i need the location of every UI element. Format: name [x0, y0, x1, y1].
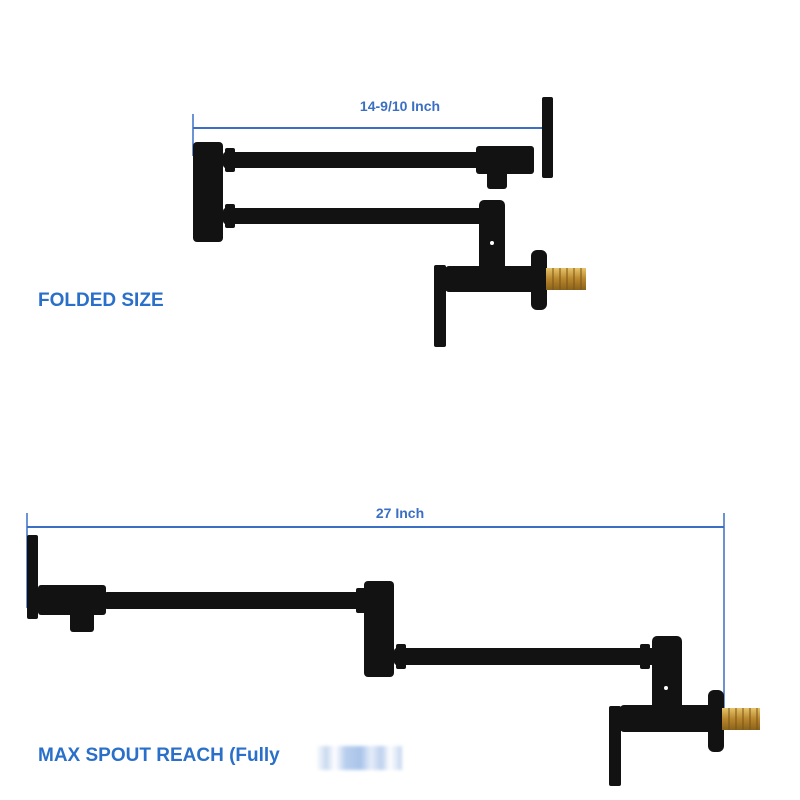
caption-blur-patch	[316, 746, 402, 770]
extended-brass-fitting	[722, 708, 760, 730]
folded-brass-threads	[552, 268, 582, 290]
folded-caption: FOLDED SIZE	[38, 290, 164, 311]
extended-brass-threads	[728, 708, 758, 730]
extended-caption: MAX SPOUT REACH (Fully	[38, 745, 280, 766]
extended-dimension-label: 27 Inch	[375, 505, 425, 521]
folded-brass-fitting	[546, 268, 586, 290]
folded-faucet	[193, 97, 553, 347]
extended-faucet	[27, 535, 724, 786]
folded-dimension-label: 14-9/10 Inch	[359, 98, 441, 114]
